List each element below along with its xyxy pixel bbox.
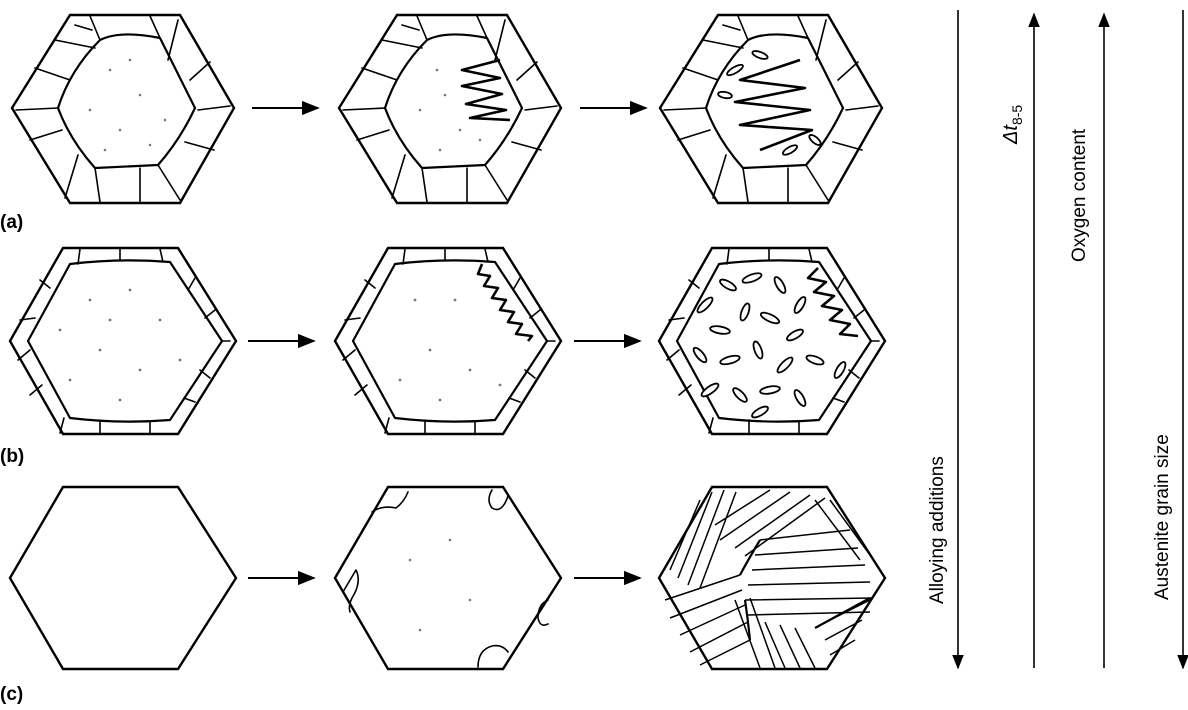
hexagon-a1 — [12, 15, 234, 203]
axis-label-alloying: Alloying additions — [927, 456, 948, 604]
hexagon-a2 — [339, 15, 561, 203]
hexagon-b2 — [335, 248, 561, 434]
hexagon-c3 — [659, 487, 885, 669]
row-label-b: (b) — [0, 446, 24, 467]
axis-label-grain-size: Austenite grain size — [1152, 434, 1173, 600]
row-label-c: (c) — [0, 684, 23, 705]
hexagon-c2 — [335, 487, 561, 669]
hexagon-b1 — [10, 248, 236, 434]
row-label-a: (a) — [0, 212, 23, 233]
hexagon-b3 — [659, 248, 885, 434]
hexagon-a3 — [660, 15, 882, 203]
axis-label-oxygen: Oxygen content — [1069, 128, 1090, 262]
hexagon-c1 — [10, 487, 236, 669]
axis-label-delta-t: Δt8-5 — [1000, 105, 1025, 145]
